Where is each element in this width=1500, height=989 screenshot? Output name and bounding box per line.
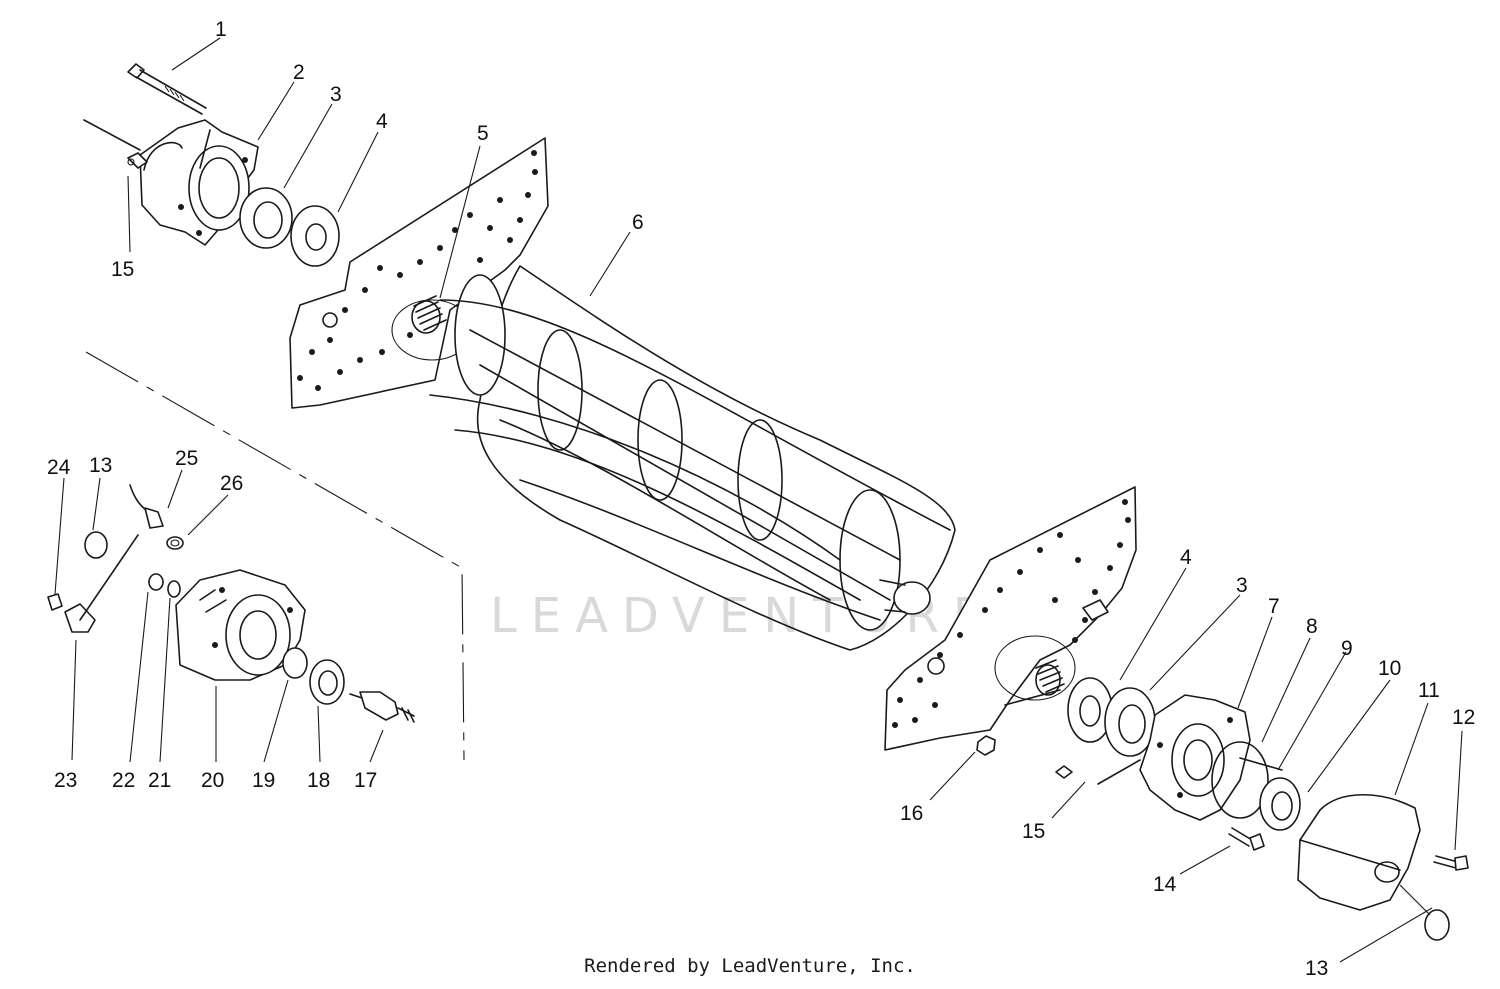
label-part-21: 21 <box>148 769 171 792</box>
label-part-3: 3 <box>330 83 342 106</box>
label-part-20: 20 <box>201 769 224 792</box>
label-part-26: 26 <box>220 472 243 495</box>
label-part-4: 4 <box>376 110 388 133</box>
label-part-4-right: 4 <box>1180 546 1192 569</box>
label-part-13-right: 13 <box>1305 957 1328 980</box>
label-part-1: 1 <box>215 18 227 41</box>
right-bearing-housing <box>1004 677 1469 941</box>
left-bearing-housing <box>83 63 340 267</box>
label-part-25: 25 <box>175 447 198 470</box>
label-part-9: 9 <box>1341 637 1353 660</box>
label-part-8: 8 <box>1306 615 1318 638</box>
label-part-6: 6 <box>632 211 644 234</box>
label-part-2: 2 <box>293 61 305 84</box>
label-part-19: 19 <box>252 769 275 792</box>
left-motor-assembly <box>47 484 415 723</box>
label-part-15-lower: 15 <box>1022 820 1045 843</box>
label-part-17: 17 <box>354 769 377 792</box>
part-labels: 1 2 3 4 5 6 15 24 13 25 26 23 22 21 20 1… <box>47 18 1475 980</box>
leader-lines <box>54 37 1463 963</box>
label-part-14: 14 <box>1153 873 1177 896</box>
label-part-23: 23 <box>54 769 77 792</box>
label-part-11: 11 <box>1418 679 1440 702</box>
left-side-plate <box>289 137 549 409</box>
reel-assembly <box>429 265 956 651</box>
assembly-guide-line <box>85 351 465 761</box>
label-part-24: 24 <box>47 456 71 479</box>
label-part-15-upper: 15 <box>111 258 134 281</box>
footer-credit: Rendered by LeadVenture, Inc. <box>584 955 916 977</box>
label-part-5: 5 <box>477 122 489 145</box>
bolt-1 <box>127 63 207 115</box>
label-part-22: 22 <box>112 769 135 792</box>
label-part-12: 12 <box>1452 706 1475 729</box>
right-side-plate <box>884 486 1137 756</box>
label-part-16: 16 <box>900 802 923 825</box>
label-part-18: 18 <box>307 769 330 792</box>
label-part-7: 7 <box>1268 595 1280 618</box>
label-part-13-left: 13 <box>89 454 112 477</box>
label-part-10: 10 <box>1378 657 1401 680</box>
label-part-3-right: 3 <box>1236 574 1248 597</box>
